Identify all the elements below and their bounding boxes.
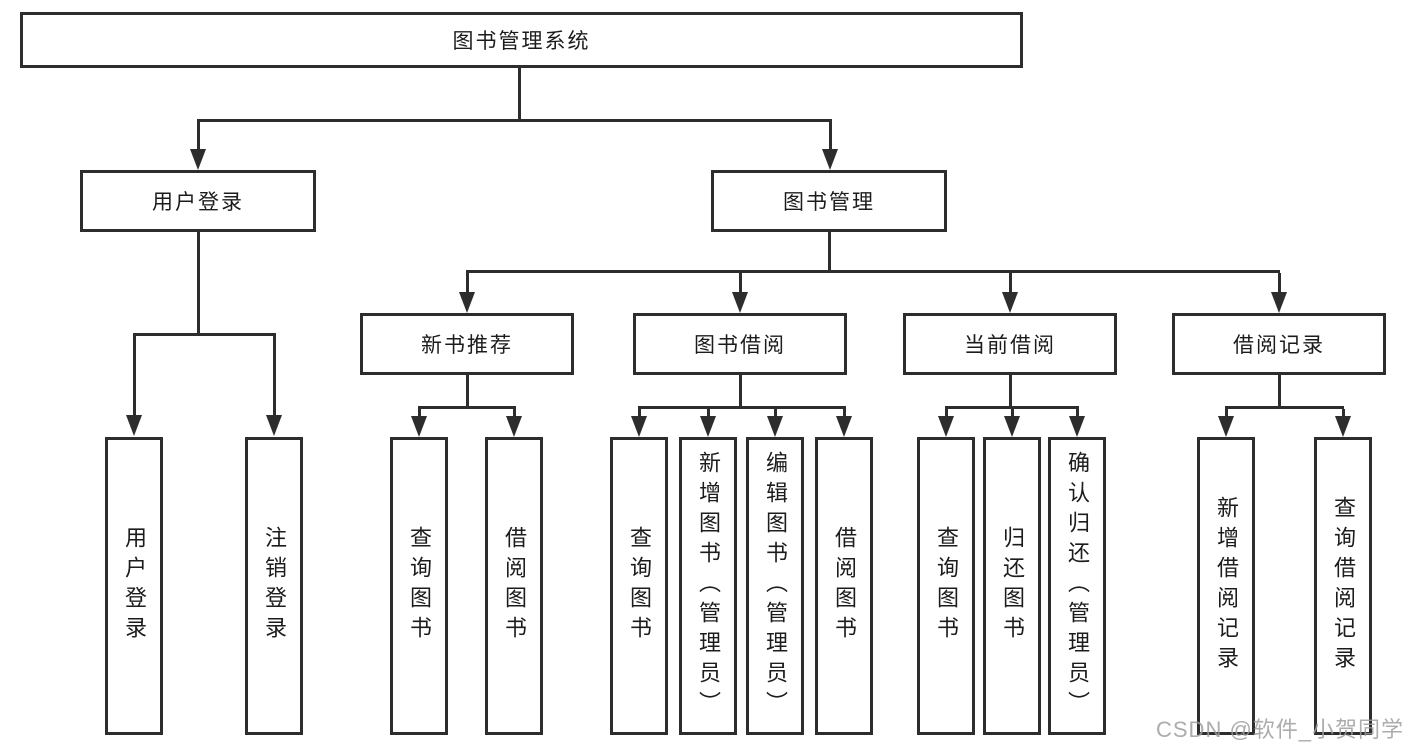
leaf-borrow-books: 借阅图书 xyxy=(815,437,873,735)
arrowhead-down-icon xyxy=(631,416,647,437)
connector-line xyxy=(1225,406,1344,409)
node-label: 编辑图书（管理员） xyxy=(763,451,788,721)
node-label: 新书推荐 xyxy=(421,334,513,357)
node-label: 查询图书 xyxy=(627,526,652,646)
leaf-add-borrow-record: 新增借阅记录 xyxy=(1197,437,1255,735)
connector-line xyxy=(638,406,846,409)
connector-line xyxy=(466,273,469,293)
connector-line xyxy=(1009,273,1012,293)
connector-line xyxy=(638,409,641,416)
connector-line xyxy=(133,333,276,336)
leaf-query-books-current: 查询图书 xyxy=(917,437,975,735)
leaf-query-borrow-record: 查询借阅记录 xyxy=(1314,437,1372,735)
node-new-book-recommend: 新书推荐 xyxy=(360,313,574,375)
node-user-login: 用户登录 xyxy=(80,170,316,232)
node-book-borrowing: 图书借阅 xyxy=(633,313,847,375)
arrowhead-down-icon xyxy=(767,416,783,437)
arrowhead-down-icon xyxy=(1002,292,1018,313)
connector-line xyxy=(945,409,948,416)
arrowhead-down-icon xyxy=(506,416,522,437)
connector-line xyxy=(273,336,276,416)
arrowhead-down-icon xyxy=(938,416,954,437)
arrowhead-down-icon xyxy=(1218,416,1234,437)
arrowhead-down-icon xyxy=(1271,292,1287,313)
arrowhead-down-icon xyxy=(836,416,852,437)
arrowhead-down-icon xyxy=(266,415,282,436)
watermark: CSDN @软件_小贺同学 xyxy=(1156,717,1405,742)
leaf-query-books-recommend: 查询图书 xyxy=(390,437,448,735)
node-book-management: 图书管理 xyxy=(711,170,947,232)
node-label: 借阅图书 xyxy=(502,526,527,646)
arrowhead-down-icon xyxy=(1335,416,1351,437)
arrowhead-down-icon xyxy=(126,415,142,436)
node-label: 借阅图书 xyxy=(832,526,857,646)
connector-line xyxy=(829,121,832,150)
arrowhead-down-icon xyxy=(411,416,427,437)
connector-line xyxy=(707,409,710,416)
leaf-user-login: 用户登录 xyxy=(105,437,163,735)
node-label: 查询图书 xyxy=(934,526,959,646)
connector-line xyxy=(418,409,421,416)
connector-line xyxy=(1011,409,1014,416)
node-current-borrowing: 当前借阅 xyxy=(903,313,1117,375)
node-library-management-system: 图书管理系统 xyxy=(20,12,1023,68)
node-label: 归还图书 xyxy=(1000,526,1025,646)
connector-line xyxy=(1076,409,1079,416)
arrowhead-down-icon xyxy=(732,292,748,313)
leaf-logout: 注销登录 xyxy=(245,437,303,735)
node-label: 确认归还（管理员） xyxy=(1065,451,1090,721)
leaf-borrow-books-recommend: 借阅图书 xyxy=(485,437,543,735)
node-borrowing-records: 借阅记录 xyxy=(1172,313,1386,375)
arrowhead-down-icon xyxy=(190,149,206,170)
node-label: 注销登录 xyxy=(262,526,287,646)
node-label: 图书借阅 xyxy=(694,334,786,357)
connector-line xyxy=(466,270,1280,273)
leaf-edit-books-admin: 编辑图书（管理员） xyxy=(746,437,804,735)
arrowhead-down-icon xyxy=(1069,416,1085,437)
connector-line xyxy=(518,68,521,121)
leaf-query-books-borrow: 查询图书 xyxy=(610,437,668,735)
connector-line xyxy=(828,232,831,272)
connector-line xyxy=(739,375,742,408)
connector-line xyxy=(466,375,469,408)
connector-line xyxy=(197,121,200,150)
connector-line xyxy=(739,273,742,293)
node-label: 新增图书（管理员） xyxy=(696,451,721,721)
connector-line xyxy=(197,119,832,122)
connector-line xyxy=(1278,273,1281,293)
node-label: 用户登录 xyxy=(122,526,147,646)
leaf-add-books-admin: 新增图书（管理员） xyxy=(679,437,737,735)
node-label: 新增借阅记录 xyxy=(1214,496,1239,676)
node-label: 图书管理 xyxy=(783,191,875,214)
connector-line xyxy=(1009,375,1012,408)
leaf-return-books: 归还图书 xyxy=(983,437,1041,735)
arrowhead-down-icon xyxy=(822,149,838,170)
connector-line xyxy=(843,409,846,416)
arrowhead-down-icon xyxy=(1004,416,1020,437)
arrowhead-down-icon xyxy=(459,292,475,313)
connector-line xyxy=(1342,409,1345,416)
node-label: 查询图书 xyxy=(407,526,432,646)
node-label: 当前借阅 xyxy=(964,334,1056,357)
node-label: 用户登录 xyxy=(152,191,244,214)
connector-line xyxy=(1278,375,1281,408)
arrowhead-down-icon xyxy=(700,416,716,437)
node-label: 借阅记录 xyxy=(1233,334,1325,357)
connector-line xyxy=(418,406,516,409)
connector-line xyxy=(197,232,200,335)
node-label: 查询借阅记录 xyxy=(1331,496,1356,676)
connector-line xyxy=(133,336,136,416)
connector-line xyxy=(1225,409,1228,416)
node-label: 图书管理系统 xyxy=(452,30,591,53)
connector-line xyxy=(945,406,1079,409)
leaf-confirm-return-admin: 确认归还（管理员） xyxy=(1048,437,1106,735)
connector-line xyxy=(774,409,777,416)
connector-line xyxy=(513,409,516,416)
